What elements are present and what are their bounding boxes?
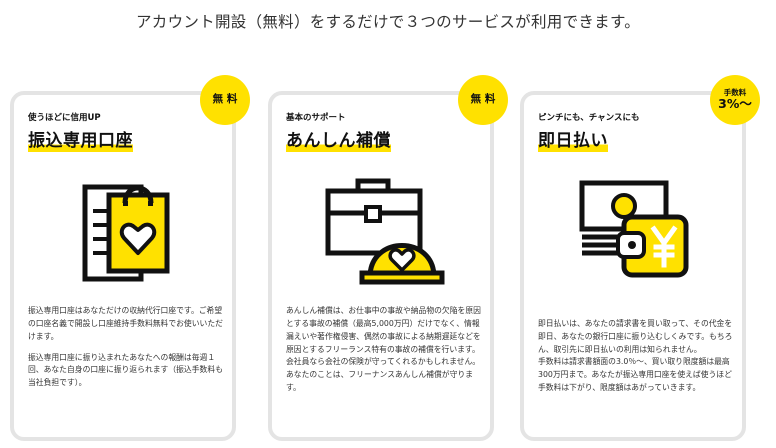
card-description: あんしん補償は、お仕事中の事故や納品物の欠陥を原因とする事故の補償（最高5,00… — [286, 305, 482, 403]
badge-label: 無 料 — [212, 93, 238, 106]
card-paragraph: 振込専用口座はあなただけの収納代行口座です。ご希望の口座名義で開設し口座維持手数… — [28, 306, 223, 341]
card-title: あんしん補償 — [286, 126, 391, 152]
free-badge: 無 料 — [200, 75, 250, 125]
card-title: 振込専用口座 — [28, 126, 133, 152]
toolbox-helmet-heart-icon — [272, 173, 490, 293]
card-subtitle: ピンチにも、チャンスにも — [538, 113, 640, 123]
service-card-transfer-account: 無 料 使うほどに信用UP 振込専用口座 振込専用口座はあなただけの収納代行口座… — [10, 75, 250, 441]
card-paragraph: 振込専用口座に振り込まれたあなたへの報酬は毎週１回、あなた自身の口座に振り返られ… — [28, 352, 223, 388]
card-description: 即日払いは、あなたの請求書を買い取って、その代金を即日、あなたの銀行口座に振り込… — [538, 305, 734, 416]
fee-badge: 手数料 3%〜 — [710, 75, 760, 125]
badge-label: 無 料 — [470, 93, 496, 106]
shopping-bag-heart-document-icon — [14, 173, 232, 293]
page-headline: アカウント開設（無料）をするだけで３つのサービスが利用できます。 — [135, 13, 641, 31]
card-description: 振込専用口座はあなただけの収納代行口座です。ご希望の口座名義で開設し口座維持手数… — [28, 305, 224, 398]
service-card-insurance: 無 料 基本のサポート あんしん補償 あんしん補償は、お仕事中の事故や納品物の欠… — [268, 75, 508, 441]
card-paragraph: あんしん補償は、お仕事中の事故や納品物の欠陥を原因とする事故の補償（最高5,00… — [286, 306, 481, 393]
card-subtitle: 基本のサポート — [286, 113, 346, 123]
badge-small-label: 手数料 — [723, 88, 747, 97]
card-subtitle: 使うほどに信用UP — [28, 113, 101, 123]
badge-big-label: 3%〜 — [718, 96, 752, 112]
card-paragraph: 即日払いは、あなたの請求書を買い取って、その代金を即日、あなたの銀行口座に振り込… — [538, 318, 733, 393]
cash-wallet-yen-icon — [524, 173, 742, 293]
card-title: 即日払い — [538, 126, 608, 152]
service-card-same-day-payment: 手数料 3%〜 ピンチにも、チャンスにも 即日払い 即日払いは、あなたの請求書を… — [520, 75, 760, 441]
free-badge: 無 料 — [458, 75, 508, 125]
